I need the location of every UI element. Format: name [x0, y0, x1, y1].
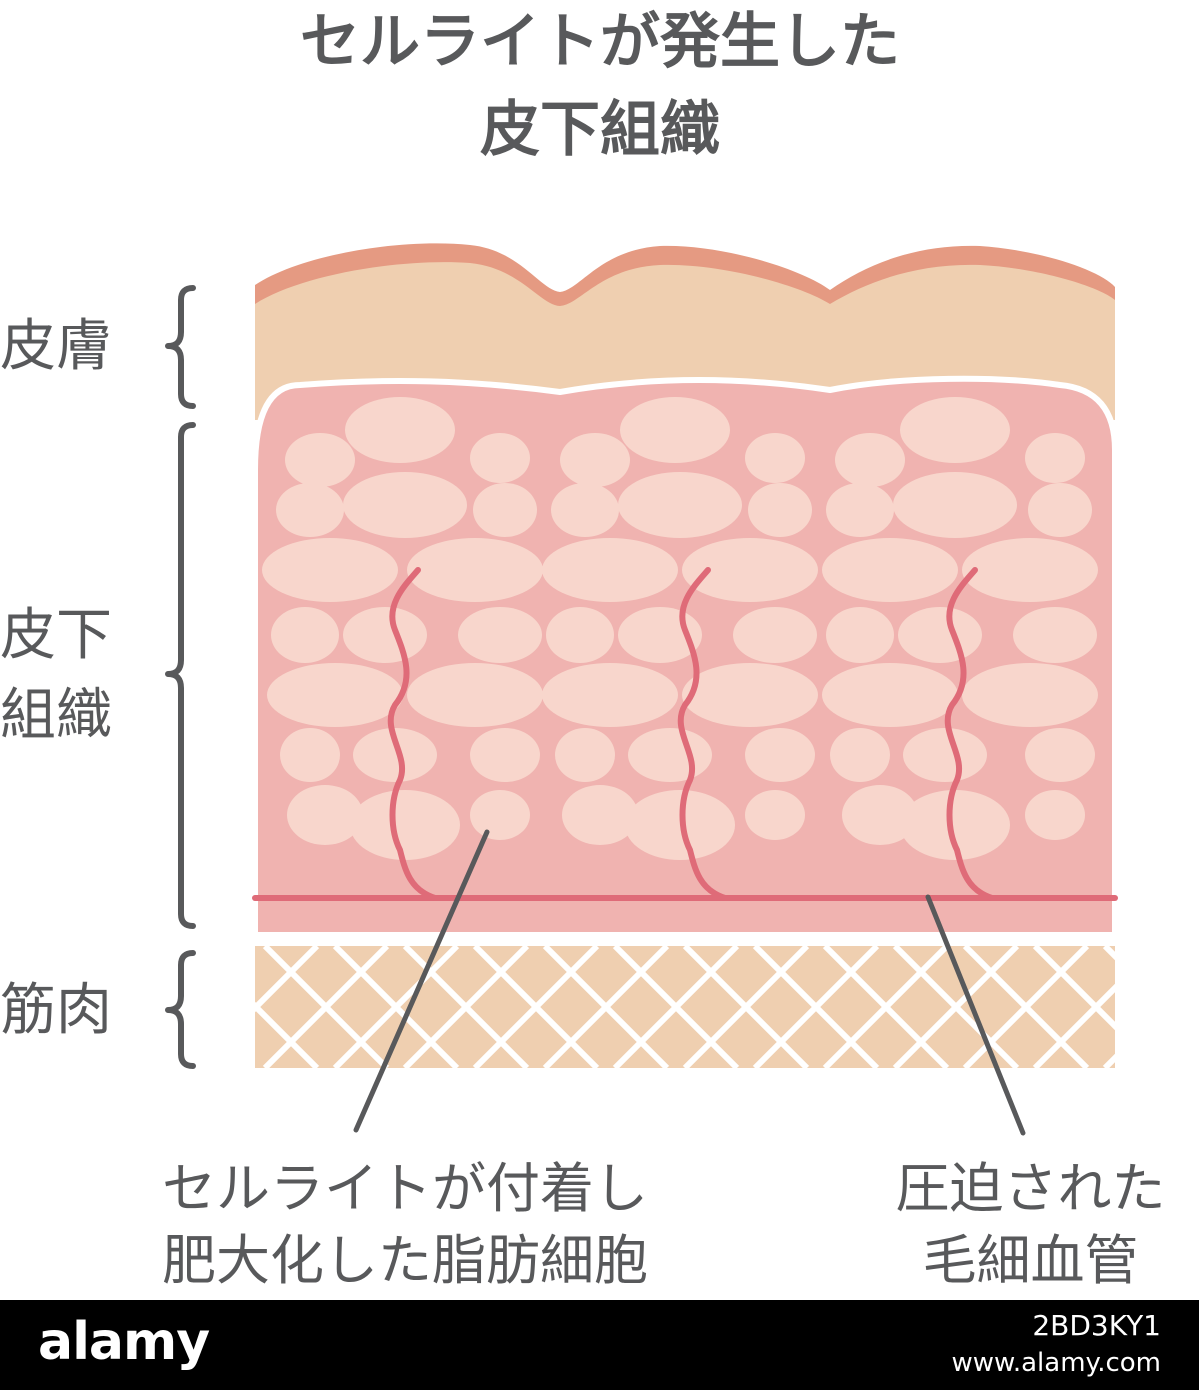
capillary-leader-line [925, 894, 1026, 1136]
fat-cell [343, 607, 427, 663]
fat-cell [542, 663, 678, 727]
fat-cell [628, 728, 712, 782]
fat-cell [562, 785, 638, 845]
skin-cross-section-diagram [165, 243, 1118, 1136]
watermark-image-id: 2BD3KY1 [1032, 1309, 1161, 1342]
fat-cell [620, 397, 730, 463]
fat-cell [407, 663, 543, 727]
fat-cell [280, 728, 340, 782]
fat-cell-callout-line1: セルライトが付着し [162, 1157, 648, 1220]
fat-cell [1025, 790, 1085, 840]
fat-cell [898, 607, 982, 663]
fat-cell [830, 728, 890, 782]
fat-cell [900, 397, 1010, 463]
skin-label: 皮膚 [0, 314, 112, 379]
fat-cell [470, 728, 540, 782]
fat-cell [267, 663, 403, 727]
fat-cell [276, 483, 344, 537]
fat-cell [618, 472, 742, 538]
fat-cell [353, 728, 437, 782]
muscle-label: 筋肉 [0, 978, 112, 1043]
muscle-brace [165, 950, 196, 1069]
fat-cell [407, 538, 543, 602]
capillary-callout-line1: 圧迫された [895, 1157, 1166, 1220]
leader-lines [353, 829, 1026, 1136]
watermark-logo: alamy [38, 1312, 210, 1372]
fat-cell [826, 607, 894, 663]
fat-cell [470, 790, 530, 840]
fat-cell [1028, 483, 1092, 537]
diagram-title-line1: セルライトが発生した [300, 7, 900, 77]
subcutaneous-label-line1: 皮下 [0, 603, 112, 668]
muscle-lattice [255, 946, 1115, 1068]
fat-cell [546, 607, 614, 663]
fat-cell [262, 538, 398, 602]
fat-cell [542, 538, 678, 602]
fat-cell-leader-line [353, 829, 490, 1133]
fat-cell [822, 663, 958, 727]
fat-cell [822, 538, 958, 602]
fat-cell [271, 607, 339, 663]
fat-cell [350, 790, 460, 860]
subcutaneous-brace [165, 422, 196, 929]
fat-cell [470, 433, 530, 483]
fat-cell [745, 728, 815, 782]
watermark-footer: alamy 2BD3KY1 www.alamy.com [0, 1300, 1199, 1390]
fat-cell [1025, 433, 1085, 483]
watermark-url: www.alamy.com [951, 1348, 1161, 1378]
fat-cell [551, 483, 619, 537]
fat-cell [745, 790, 805, 840]
subcutaneous-label-line2: 組織 [0, 683, 112, 748]
fat-cell [900, 790, 1010, 860]
fat-cells [262, 397, 1098, 860]
fat-cell [745, 433, 805, 483]
fat-cell [962, 663, 1098, 727]
capillary-vessel [387, 567, 438, 901]
fat-cell [733, 607, 817, 663]
fat-cell [682, 538, 818, 602]
fat-cell [842, 785, 918, 845]
fat-cell-callout-line2: 肥大化した脂肪細胞 [162, 1229, 648, 1292]
fat-cell [893, 472, 1017, 538]
diagram-title-line2: 皮下組織 [480, 95, 720, 165]
fat-cell [285, 433, 355, 487]
fat-cell [287, 785, 363, 845]
fat-cell [1013, 607, 1097, 663]
capillaries [252, 567, 1118, 901]
fat-cell [473, 483, 537, 537]
fat-cell [560, 433, 630, 487]
capillary-vessel [944, 567, 995, 901]
fat-cell [682, 663, 818, 727]
fat-cell [1025, 728, 1095, 782]
fat-cell [343, 472, 467, 538]
skin-brace [165, 285, 196, 409]
fat-cell [835, 433, 905, 487]
fat-cell [748, 483, 812, 537]
layer-braces [165, 285, 196, 1069]
fat-cell [903, 728, 987, 782]
capillary-callout-line2: 毛細血管 [922, 1229, 1139, 1292]
fat-cell [555, 728, 615, 782]
fat-cell [826, 483, 894, 537]
fat-cell [962, 538, 1098, 602]
capillary-vessel [677, 567, 728, 901]
fat-cell [345, 397, 455, 463]
fat-cell [458, 607, 542, 663]
